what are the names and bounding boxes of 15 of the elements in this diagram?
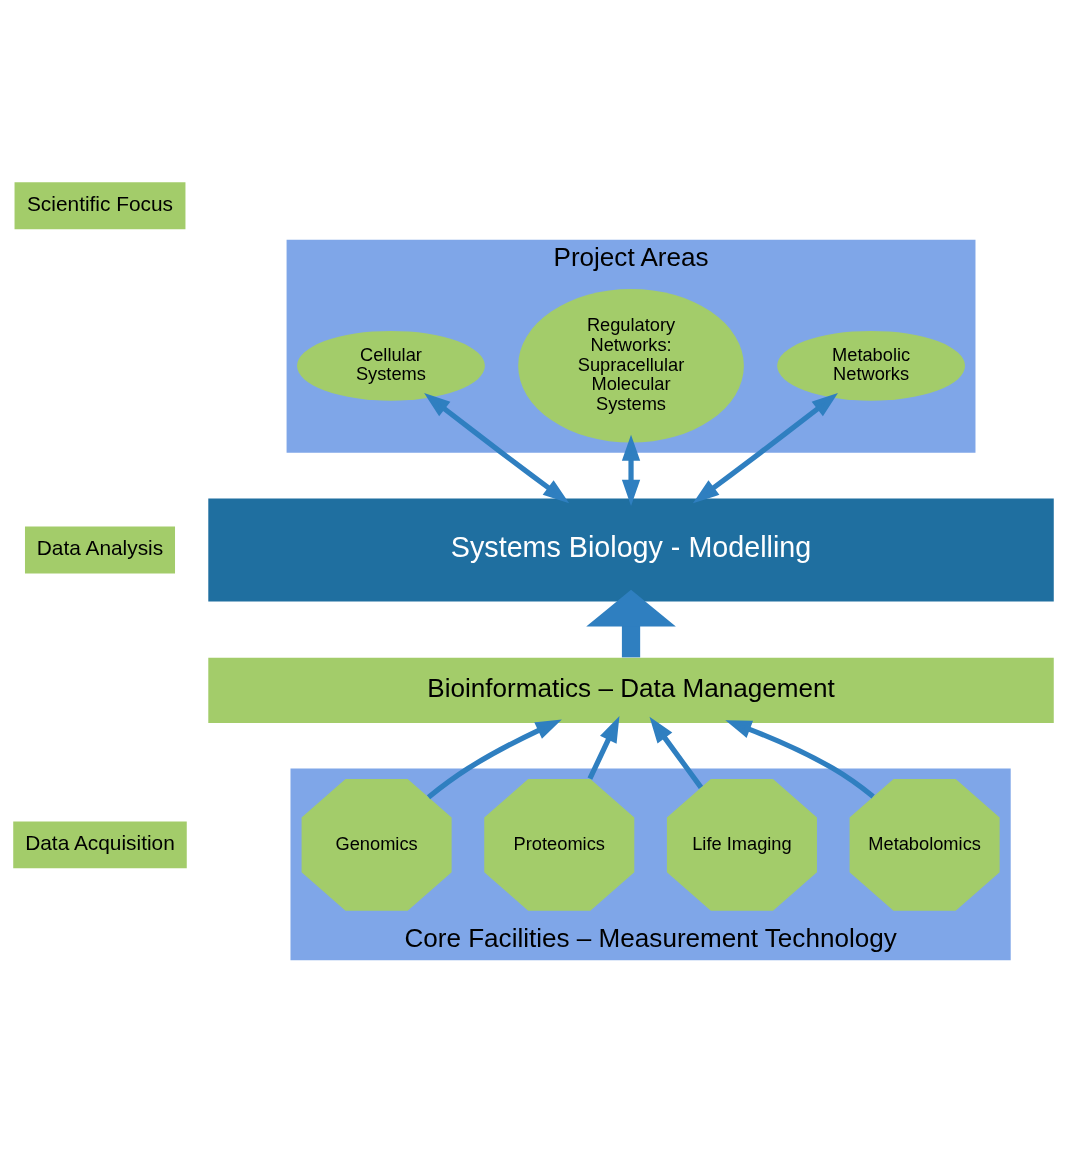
arrow: [426, 719, 562, 800]
arrow: [424, 392, 570, 504]
node-box: Data Acquisition: [13, 821, 187, 869]
node-box: Scientific Focus: [14, 182, 186, 230]
arrow: [692, 392, 838, 504]
node-box: Bioinformatics – Data Management: [208, 657, 1054, 723]
arrow: [621, 434, 641, 506]
node-ellipse: Regulatory Networks: Supracellular Molecular Systems: [518, 288, 744, 443]
node-ellipse: Metabolic Networks: [777, 330, 966, 401]
arrow: [725, 720, 875, 799]
node-ellipse: Cellular Systems: [297, 330, 485, 401]
arrow: [586, 589, 676, 658]
arrow: [587, 716, 620, 780]
node-box: Data Analysis: [25, 526, 175, 574]
node-box: Systems Biology - Modelling: [208, 498, 1054, 602]
